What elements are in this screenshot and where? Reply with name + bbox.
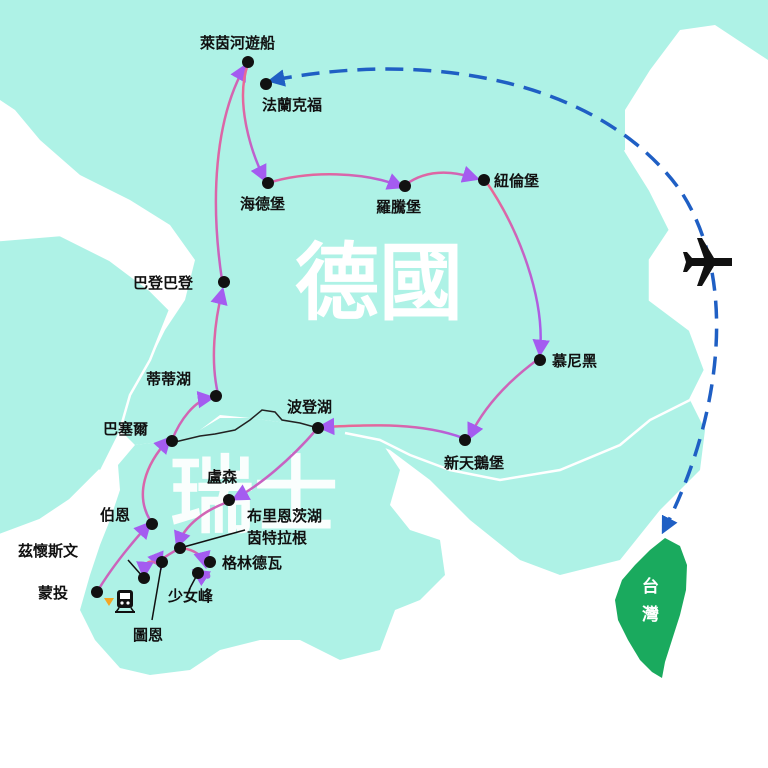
dot-titisee — [210, 390, 222, 402]
dot-zweisimmen — [138, 572, 150, 584]
dot-thun — [156, 556, 168, 568]
taiwan-label-1: 台 — [642, 576, 659, 597]
train-icon — [115, 590, 135, 613]
dot-rhine-cruise — [242, 56, 254, 68]
label-brienz-lake: 布里恩茨湖 — [247, 507, 322, 525]
dot-lucerne — [223, 494, 235, 506]
dot-bern — [146, 518, 158, 530]
germany-label: 德國 — [295, 234, 463, 332]
label-munich: 慕尼黑 — [551, 352, 597, 370]
germany-swiss-border — [0, 233, 172, 537]
dot-montreux — [91, 586, 103, 598]
label-bern: 伯恩 — [100, 506, 130, 524]
label-baden-baden: 巴登巴登 — [133, 274, 194, 292]
label-neuschwanstein: 新天鵝堡 — [444, 454, 504, 472]
city-dots — [91, 56, 546, 598]
label-jungfrau: 少女峰 — [167, 587, 214, 605]
label-rothenburg: 羅騰堡 — [376, 198, 421, 216]
label-titisee: 蒂蒂湖 — [146, 370, 191, 388]
label-montreux: 蒙投 — [38, 584, 68, 602]
dot-lake-constance — [312, 422, 324, 434]
label-frankfurt: 法蘭克福 — [262, 96, 322, 114]
label-basel: 巴塞爾 — [103, 420, 148, 438]
label-rhine-cruise: 萊茵河遊船 — [199, 34, 275, 52]
dot-frankfurt — [260, 78, 272, 90]
flight-route — [267, 67, 719, 535]
label-heidelberg: 海德堡 — [240, 195, 285, 213]
dot-baden-baden — [218, 276, 230, 288]
dot-munich — [534, 354, 546, 366]
start-marker-icon — [104, 598, 114, 606]
dot-nuremberg — [478, 174, 490, 186]
label-lucerne: 盧森 — [207, 468, 238, 486]
dot-grindelwald — [204, 556, 216, 568]
label-interlaken: 茵特拉根 — [247, 529, 307, 547]
dot-jungfrau — [192, 567, 204, 579]
label-grindelwald: 格林德瓦 — [222, 554, 282, 572]
label-nuremberg: 紐倫堡 — [494, 172, 539, 190]
dot-rothenburg — [399, 180, 411, 192]
taiwan-land — [615, 538, 687, 678]
taiwan-label-2: 灣 — [642, 604, 659, 625]
dot-heidelberg — [262, 177, 274, 189]
dot-neuschwanstein — [459, 434, 471, 446]
airplane-icon — [683, 238, 732, 286]
label-zweisimmen: 茲懷斯文 — [18, 542, 79, 560]
dot-interlaken — [174, 542, 186, 554]
label-lake-constance: 波登湖 — [287, 398, 332, 416]
label-thun: 圖恩 — [133, 626, 163, 644]
dot-basel — [166, 435, 178, 447]
